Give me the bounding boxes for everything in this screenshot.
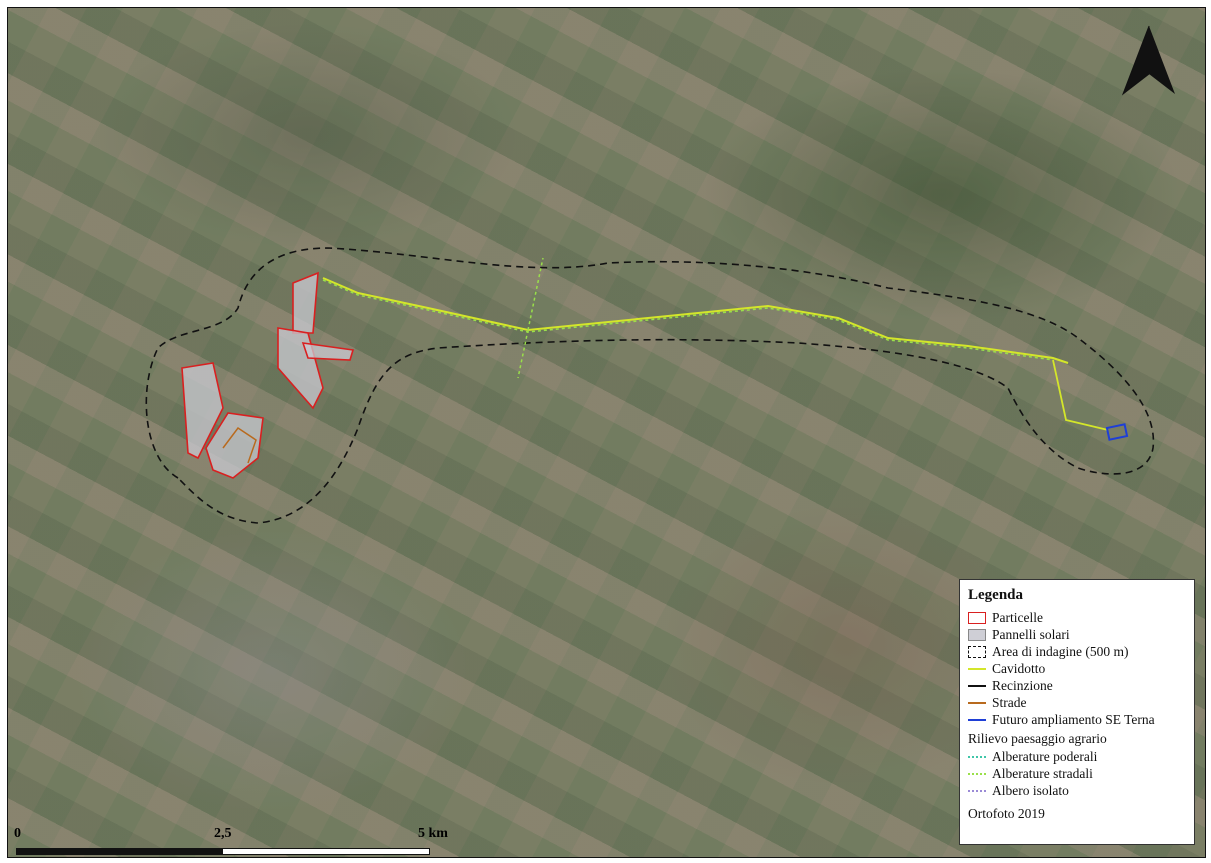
cable-branch-east xyxy=(1052,359,1109,431)
legend-item-cavidotto: Cavidotto xyxy=(968,660,1186,677)
legend-footer: Ortofoto 2019 xyxy=(968,805,1045,821)
road-line-icon xyxy=(968,697,986,709)
legend-section-title: Rilievo paesaggio agrario xyxy=(968,731,1107,746)
cable-line-icon xyxy=(968,663,986,675)
farm-trees-line-icon xyxy=(968,751,986,763)
solar-panel-symbol-icon xyxy=(968,628,986,641)
cable-branch-mid xyxy=(517,329,529,379)
legend-item-recinzione: Recinzione xyxy=(968,677,1186,694)
legend: Legenda Particelle Pannelli solari Area … xyxy=(959,579,1195,845)
cable-route xyxy=(322,277,1069,364)
scale-label-mid: 2,5 xyxy=(214,826,232,841)
parcel-north-2[interactable] xyxy=(277,327,324,410)
legend-item-poderali: Alberature poderali xyxy=(968,748,1186,765)
parcel-north-3[interactable] xyxy=(301,342,355,361)
road-path xyxy=(222,426,257,464)
survey-area-symbol-icon xyxy=(968,645,986,658)
legend-title: Legenda xyxy=(968,587,1024,603)
cable-branch-north xyxy=(527,257,544,331)
north-arrow-icon xyxy=(1121,25,1175,96)
road-trees-dotted xyxy=(322,279,1054,361)
legend-item-terna: Futuro ampliamento SE Terna xyxy=(968,711,1186,728)
legend-item-isolato: Albero isolato xyxy=(968,782,1186,799)
scale-bar-black-segment xyxy=(17,849,223,854)
map-frame[interactable]: Legenda Particelle Pannelli solari Area … xyxy=(7,7,1206,858)
parcel-symbol-icon xyxy=(968,611,986,624)
expansion-line-icon xyxy=(968,714,986,726)
legend-item-pannelli: Pannelli solari xyxy=(968,626,1186,643)
fence-line-icon xyxy=(968,680,986,692)
legend-item-strade: Strade xyxy=(968,694,1186,711)
survey-area-outline xyxy=(145,247,1155,524)
scale-label-end: 5 km xyxy=(418,826,448,841)
road-trees-line-icon xyxy=(968,768,986,780)
scale-bar xyxy=(16,848,430,855)
legend-item-particelle: Particelle xyxy=(968,609,1186,626)
legend-item-area: Area di indagine (500 m) xyxy=(968,643,1186,660)
future-expansion-area[interactable] xyxy=(1105,423,1129,441)
scale-label-start: 0 xyxy=(14,826,21,841)
legend-item-stradali: Alberature stradali xyxy=(968,765,1186,782)
isolated-tree-line-icon xyxy=(968,785,986,797)
scale-bar-labels: 0 2,5 5 km xyxy=(0,826,1211,846)
parcels xyxy=(181,271,355,479)
map-overlay xyxy=(145,247,1155,524)
parcel-west-1[interactable] xyxy=(181,362,224,460)
parcel-north-1[interactable] xyxy=(292,271,319,334)
